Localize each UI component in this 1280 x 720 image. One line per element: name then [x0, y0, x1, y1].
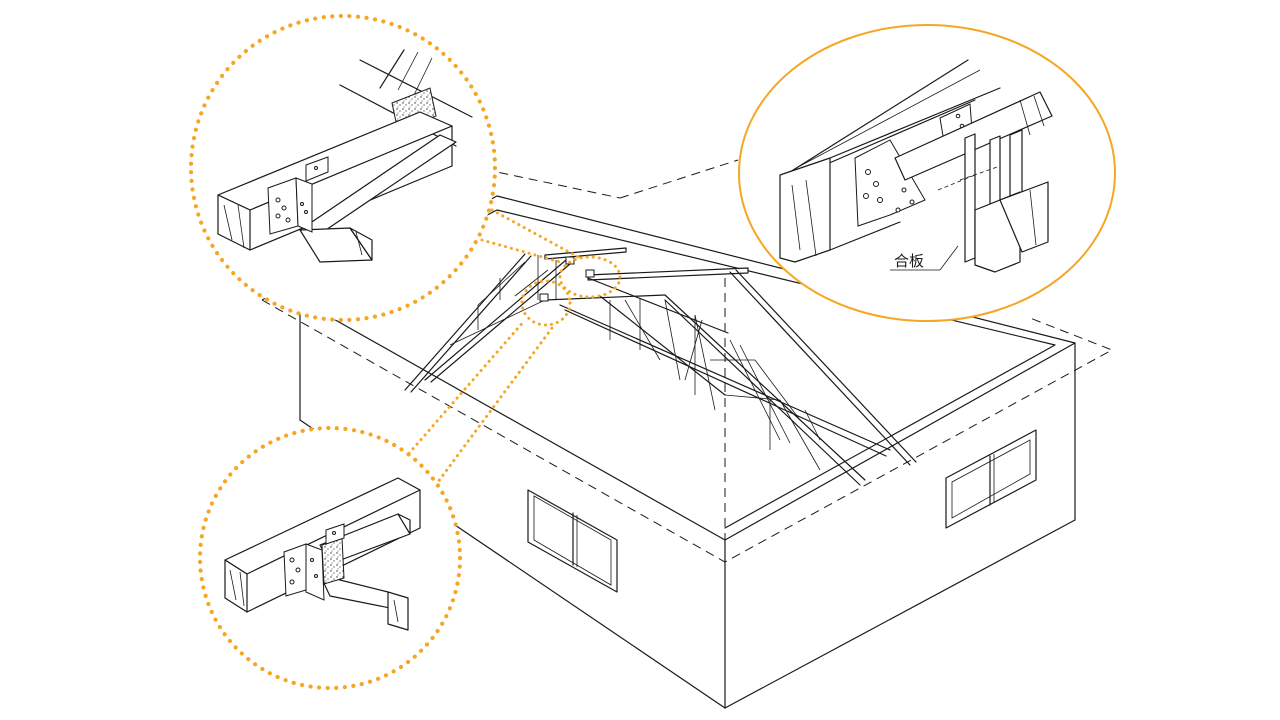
callout-leaders	[403, 208, 582, 492]
callout-rafter-joint-top	[188, 13, 498, 323]
roof-trusses	[404, 247, 917, 486]
callout-rafter-joint-bottom	[197, 425, 463, 691]
callout-plywood-detail: 合板	[738, 24, 1116, 322]
roof-outline-dashed	[261, 159, 1114, 563]
window-left	[527, 489, 618, 593]
plywood-label: 合板	[894, 252, 924, 270]
window-right	[945, 429, 1037, 529]
detail-target-markers	[520, 255, 622, 327]
